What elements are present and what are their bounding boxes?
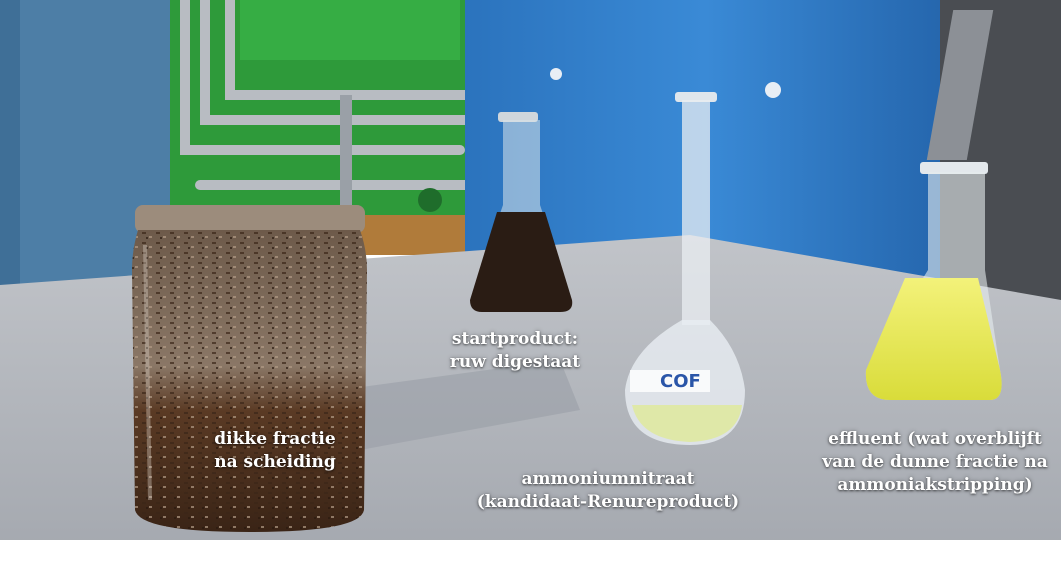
effluent-flask — [865, 162, 1002, 400]
caption-ammonium-nitrate-line2: (kandidaat-Renureproduct) — [476, 491, 740, 512]
jar — [132, 205, 367, 532]
caption-ammonium-nitrate: ammoniumnitraat (kandidaat-Renureproduct… — [448, 468, 768, 514]
caption-thick-fraction-line2: na scheiding — [214, 451, 336, 472]
caption-start-product-line2: ruw digestaat — [449, 351, 581, 372]
caption-ammonium-nitrate-line1: ammoniumnitraat — [521, 469, 695, 489]
caption-start-product: startproduct: ruw digestaat — [430, 328, 600, 374]
caption-thick-fraction-line1: dikke fractie — [214, 429, 336, 449]
caption-effluent: effluent (wat overblijft van de dunne fr… — [800, 428, 1061, 497]
caption-effluent-line2: van de dunne fractie na — [822, 451, 1048, 472]
flask-brand-label: COF — [660, 371, 701, 392]
caption-start-product-line1: startproduct: — [451, 329, 579, 349]
caption-effluent-line3: ammoniakstripping) — [837, 474, 1033, 495]
digestate-flask — [470, 112, 573, 312]
caption-thick-fraction: dikke fractie na scheiding — [190, 428, 360, 474]
caption-effluent-line1: effluent (wat overblijft — [828, 429, 1042, 449]
volumetric-flask: COF — [625, 92, 745, 445]
